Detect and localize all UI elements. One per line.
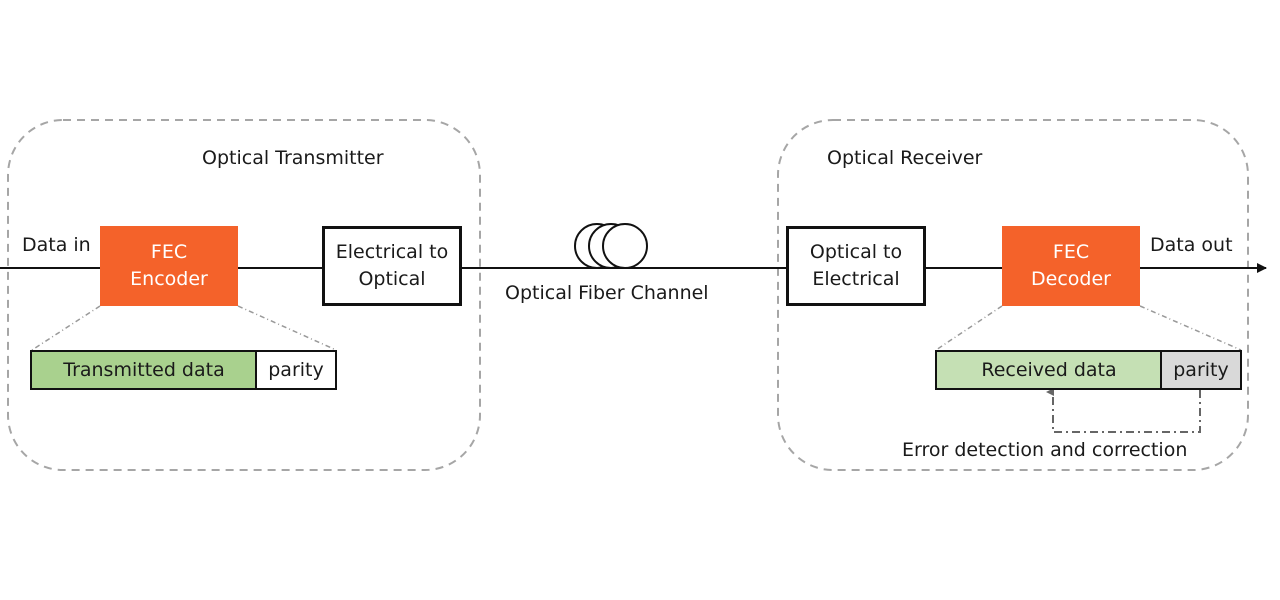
electrical-to-optical-block: Electrical to Optical	[322, 226, 462, 306]
received-parity-segment: parity	[1160, 350, 1242, 390]
fec-encoder-line2: Encoder	[130, 268, 208, 290]
decoder-projection-right	[1139, 305, 1242, 351]
receiver-container	[777, 119, 1249, 471]
transmitted-parity-segment: parity	[255, 350, 337, 390]
data-out-label: Data out	[1150, 234, 1233, 256]
optical-fiber-channel-label: Optical Fiber Channel	[505, 282, 709, 304]
oe-line1: Optical to	[809, 241, 903, 264]
encoder-projection-right	[237, 305, 337, 351]
transmitter-title: Optical Transmitter	[202, 147, 384, 169]
fec-encoder-line1: FEC	[150, 241, 188, 264]
fiber-coil-icon	[574, 223, 648, 269]
eo-line2: Optical	[358, 268, 426, 290]
fec-decoder-line1: FEC	[1052, 241, 1090, 264]
oe-line2: Electrical	[812, 268, 900, 290]
error-detection-label: Error detection and correction	[902, 439, 1188, 461]
fec-decoder-line2: Decoder	[1031, 268, 1111, 290]
fec-decoder-block: FEC Decoder	[1002, 226, 1140, 306]
fec-encoder-block: FEC Encoder	[100, 226, 238, 306]
encoder-projection-left	[31, 305, 101, 351]
transmitted-data-segment: Transmitted data	[30, 350, 258, 390]
transmitter-container	[7, 119, 481, 471]
data-in-label: Data in	[22, 234, 91, 256]
optical-to-electrical-block: Optical to Electrical	[786, 226, 926, 306]
receiver-title: Optical Receiver	[827, 147, 983, 169]
received-data-segment: Received data	[935, 350, 1163, 390]
decoder-projection-left	[935, 305, 1003, 351]
eo-line1: Electrical to	[335, 241, 449, 264]
error-correction-path	[1046, 388, 1201, 433]
